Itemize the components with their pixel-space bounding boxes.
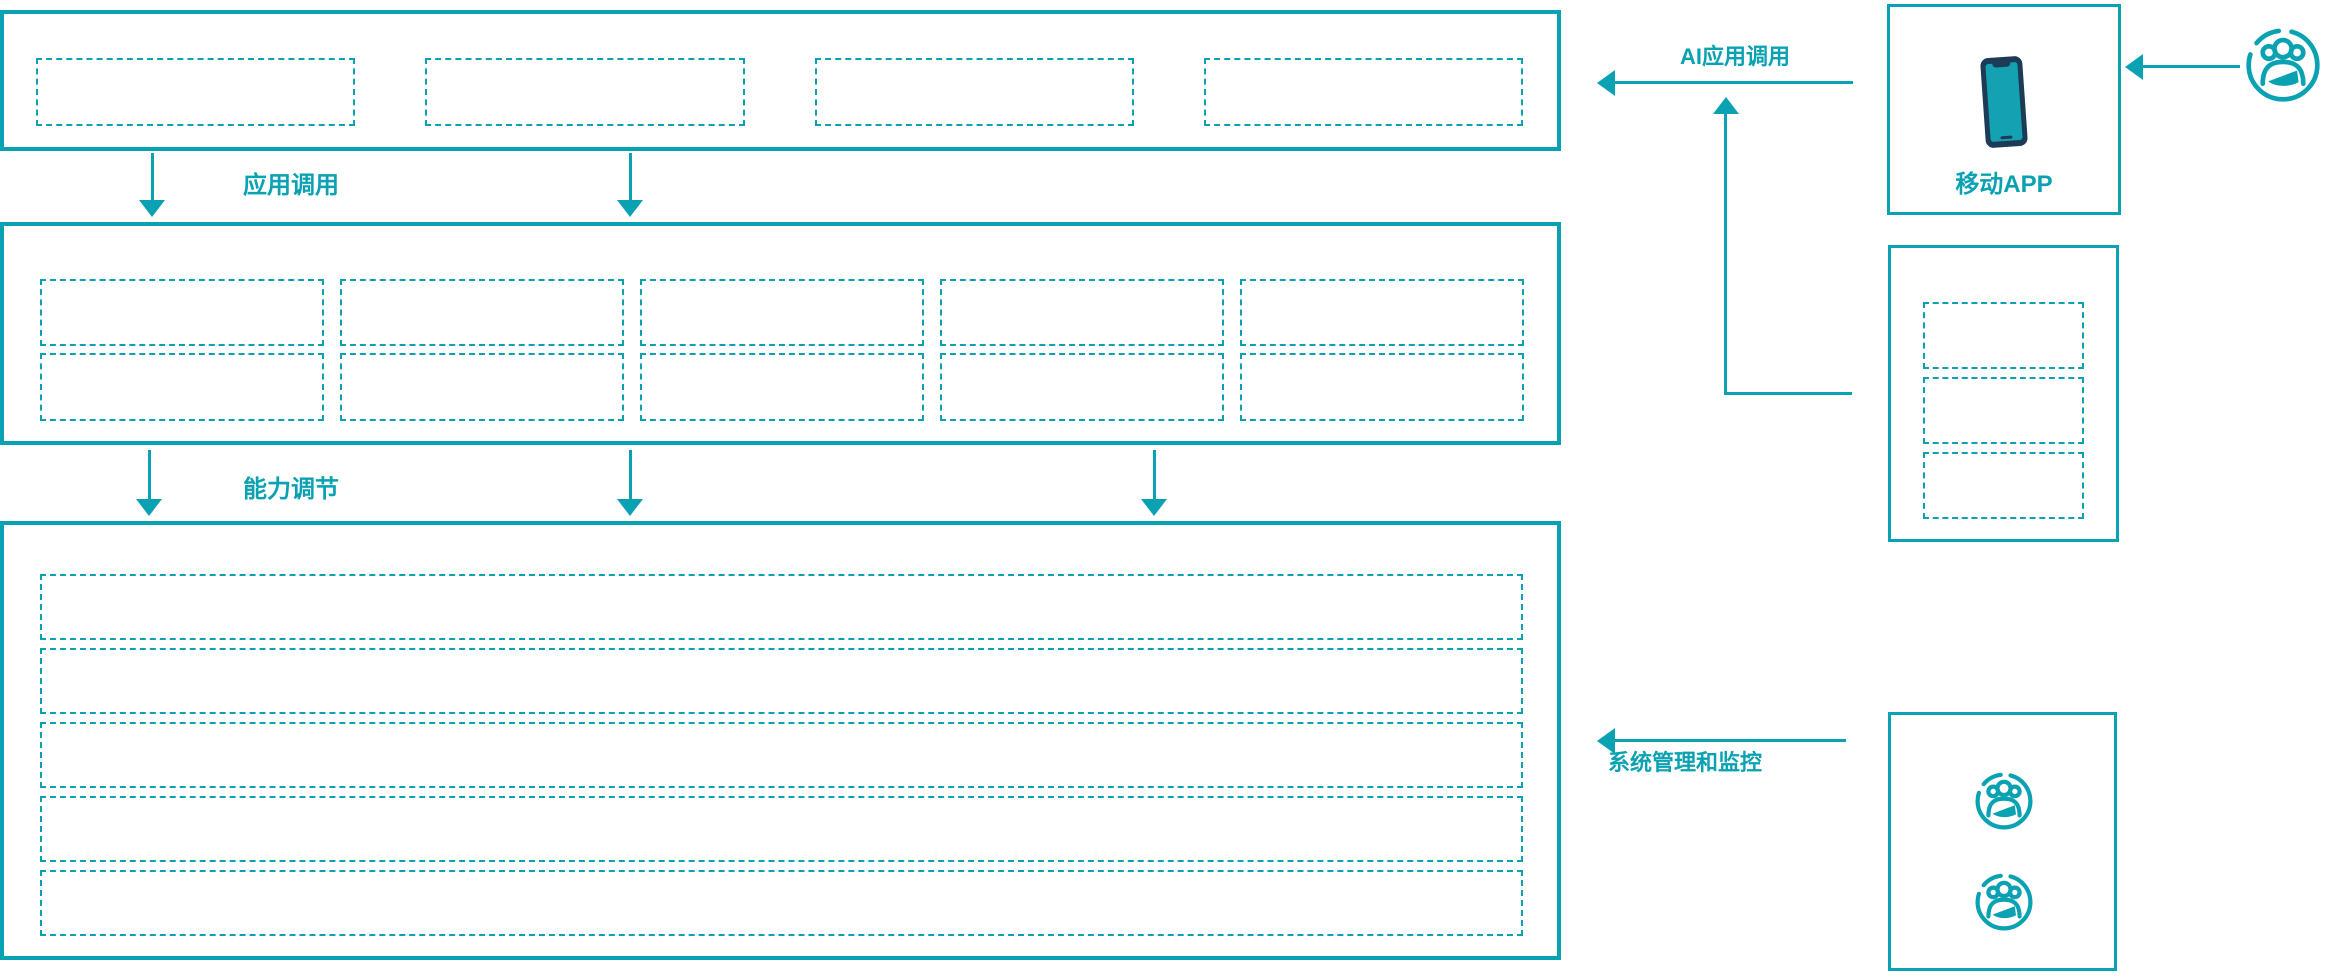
placeholder-box [40, 648, 1523, 714]
middle-layer-row-1 [40, 279, 1524, 346]
placeholder-box [1240, 279, 1524, 346]
ai-app-call-label: AI应用调用 [1679, 44, 1790, 69]
admin-users-icon-2 [1975, 873, 2033, 931]
capability-adjust-label: 能力调节 [243, 476, 339, 503]
capability-arrow-3-head [1141, 499, 1167, 516]
placeholder-box [814, 58, 1134, 126]
placeholder-box [40, 353, 324, 421]
ai-connector-arrow-head [1713, 97, 1739, 114]
app-call-label: 应用调用 [243, 172, 339, 199]
ai-app-call-arrow-line [1615, 81, 1853, 84]
app-call-arrow-1 [151, 153, 154, 202]
placeholder-box [40, 870, 1523, 936]
placeholder-box [340, 279, 624, 346]
capability-arrow-3 [1153, 450, 1156, 501]
app-call-arrow-2 [629, 153, 632, 202]
top-layer-placeholders [36, 58, 1523, 126]
capability-arrow-1 [148, 450, 151, 501]
placeholder-box [940, 353, 1224, 421]
users-icon [2246, 28, 2320, 102]
placeholder-box [425, 58, 745, 126]
placeholder-box [640, 353, 924, 421]
system-monitor-arrow-head [1597, 728, 1615, 754]
placeholder-box [40, 796, 1523, 862]
capability-arrow-2-head [617, 499, 643, 516]
placeholder-box [40, 722, 1523, 788]
system-monitor-label: 系统管理和监控 [1607, 750, 1762, 775]
placeholder-box [40, 279, 324, 346]
app-call-arrow-2-head [617, 200, 643, 217]
capability-arrow-1-head [136, 499, 162, 516]
user-to-app-arrow-line [2143, 65, 2240, 68]
system-monitor-arrow-line [1615, 739, 1846, 742]
mobile-phone-icon [1980, 56, 2028, 148]
admin-users-icon-1 [1975, 772, 2033, 830]
placeholder-box [1923, 302, 2084, 369]
ai-app-call-arrow-head [1597, 70, 1615, 96]
placeholder-box [1203, 58, 1523, 126]
placeholder-box [340, 353, 624, 421]
placeholder-box [40, 574, 1523, 640]
placeholder-box [36, 58, 356, 126]
mobile-app-label: 移动APP [1955, 171, 2053, 198]
bottom-layer-placeholders [40, 574, 1523, 936]
placeholder-box [640, 279, 924, 346]
ai-connector-horizontal [1724, 392, 1852, 395]
app-call-arrow-1-head [139, 200, 165, 217]
placeholder-box [1240, 353, 1524, 421]
capability-arrow-2 [629, 450, 632, 501]
user-to-app-arrow-head [2125, 54, 2143, 80]
middle-layer-row-2 [40, 353, 1524, 421]
placeholder-box [1923, 452, 2084, 519]
right-stack-placeholders [1923, 302, 2084, 519]
placeholder-box [940, 279, 1224, 346]
placeholder-box [1923, 377, 2084, 444]
admin-box [1888, 712, 2117, 971]
ai-connector-vertical [1724, 114, 1727, 395]
